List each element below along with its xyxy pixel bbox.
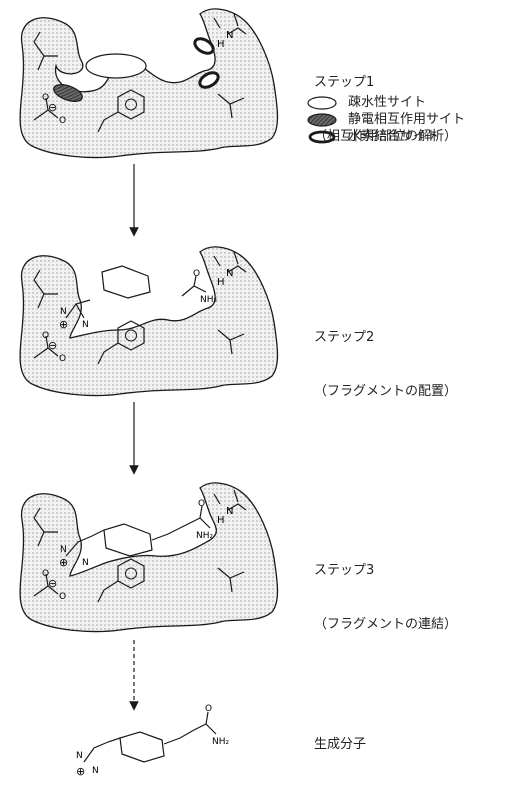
acetyl-group bbox=[217, 93, 245, 119]
amide-NH2: NH₂ bbox=[196, 531, 214, 541]
step1-title: ステップ1 bbox=[314, 75, 375, 90]
electrostatic-site bbox=[53, 84, 83, 102]
product-molecule: N N ⊕ O NH₂ bbox=[76, 704, 230, 778]
plus-charge: ⊕ bbox=[59, 318, 68, 331]
hbond-site bbox=[198, 71, 220, 89]
acetyl-group bbox=[217, 329, 245, 355]
atom-H: H bbox=[217, 515, 225, 526]
atom-N: N bbox=[226, 268, 233, 279]
binding-pocket-outline bbox=[19, 482, 279, 633]
step1-pocket: N H O ⊖ O bbox=[19, 8, 279, 159]
minus-charge: ⊖ bbox=[48, 101, 57, 114]
carboxylate-group bbox=[33, 97, 59, 121]
acetamide-fragment bbox=[181, 275, 207, 297]
product-skeleton bbox=[83, 711, 217, 763]
amine-group bbox=[213, 489, 247, 511]
product-label: 生成分子 bbox=[314, 737, 367, 752]
amine-group bbox=[213, 13, 247, 35]
atom-H: H bbox=[217, 277, 225, 288]
binding-pocket-outline bbox=[19, 8, 279, 159]
legend-swatch-electrostatic bbox=[307, 113, 337, 127]
step2-title: ステップ2 bbox=[314, 330, 375, 345]
step2-subtitle: （フラグメントの配置） bbox=[314, 384, 458, 399]
step2-pocket: N N ⊕ O NH₂ N H O ⊖ O bbox=[19, 246, 279, 397]
hbond-site bbox=[193, 37, 215, 55]
legend-item-electrostatic: 静電相互作用サイト bbox=[306, 112, 465, 128]
atom-O: O bbox=[42, 93, 49, 103]
cyclohexane-fragment bbox=[101, 265, 151, 299]
amidine-fragment bbox=[65, 299, 91, 319]
atom-O: O bbox=[59, 116, 66, 126]
legend-item-hydrophobic: 疎水性サイト bbox=[306, 95, 426, 111]
isobutyl-sidechain bbox=[33, 507, 58, 547]
step2-label: ステップ2 （フラグメントの配置） bbox=[314, 293, 457, 419]
aromatic-circle bbox=[125, 329, 137, 342]
atom-N: N bbox=[92, 766, 99, 776]
hydrophobic-site bbox=[85, 53, 147, 79]
minus-charge: ⊖ bbox=[48, 339, 57, 352]
legend-swatch-hbond bbox=[308, 130, 336, 144]
atom-O: O bbox=[193, 269, 200, 279]
atom-O: O bbox=[42, 331, 49, 341]
amide-NH2: NH₂ bbox=[200, 295, 218, 305]
atom-N: N bbox=[226, 30, 233, 41]
legend-item-hbond: 水素結合サイト bbox=[306, 129, 439, 145]
step1-subtitle: （相互作用部位の解析） bbox=[314, 129, 458, 144]
benzyl-link bbox=[97, 580, 119, 603]
plus-charge: ⊕ bbox=[59, 556, 68, 569]
minus-charge: ⊖ bbox=[48, 577, 57, 590]
atom-N: N bbox=[60, 307, 67, 317]
legend-label: 静電相互作用サイト bbox=[348, 112, 466, 127]
aromatic-circle bbox=[125, 98, 137, 111]
step3-label: ステップ3 （フラグメントの連結） bbox=[314, 526, 457, 652]
atom-N: N bbox=[76, 751, 83, 761]
atom-O: O bbox=[42, 569, 49, 579]
step3-subtitle: （フラグメントの連結） bbox=[314, 617, 458, 632]
binding-pocket-outline bbox=[19, 246, 279, 397]
legend-label: 水素結合サイト bbox=[348, 129, 440, 144]
atom-N: N bbox=[82, 320, 89, 330]
linked-molecule bbox=[65, 505, 211, 557]
carboxylate-group bbox=[33, 573, 59, 597]
atom-O: O bbox=[205, 704, 212, 714]
amide-NH2: NH₂ bbox=[212, 737, 230, 747]
isobutyl-sidechain bbox=[33, 31, 58, 71]
aromatic-circle bbox=[125, 567, 137, 580]
amine-group bbox=[213, 251, 247, 273]
atom-O: O bbox=[59, 592, 66, 602]
step3-pocket: N N ⊕ O NH₂ N H O ⊖ O bbox=[19, 482, 279, 633]
atom-H: H bbox=[217, 39, 225, 50]
isobutyl-sidechain bbox=[33, 269, 58, 309]
atom-N: N bbox=[82, 558, 89, 568]
legend-swatch-hydrophobic bbox=[307, 96, 337, 110]
atom-N: N bbox=[226, 506, 233, 517]
step1-label: ステップ1 （相互作用部位の解析） bbox=[314, 38, 457, 164]
plus-charge: ⊕ bbox=[76, 765, 85, 778]
atom-N: N bbox=[60, 545, 67, 555]
legend-label: 疎水性サイト bbox=[348, 95, 427, 110]
atom-O: O bbox=[59, 354, 66, 364]
carboxylate-group bbox=[33, 335, 59, 359]
benzyl-link bbox=[97, 111, 119, 133]
atom-O: O bbox=[198, 499, 205, 509]
acetyl-group bbox=[217, 567, 245, 593]
step3-title: ステップ3 bbox=[314, 563, 375, 578]
benzyl-link bbox=[97, 342, 119, 365]
